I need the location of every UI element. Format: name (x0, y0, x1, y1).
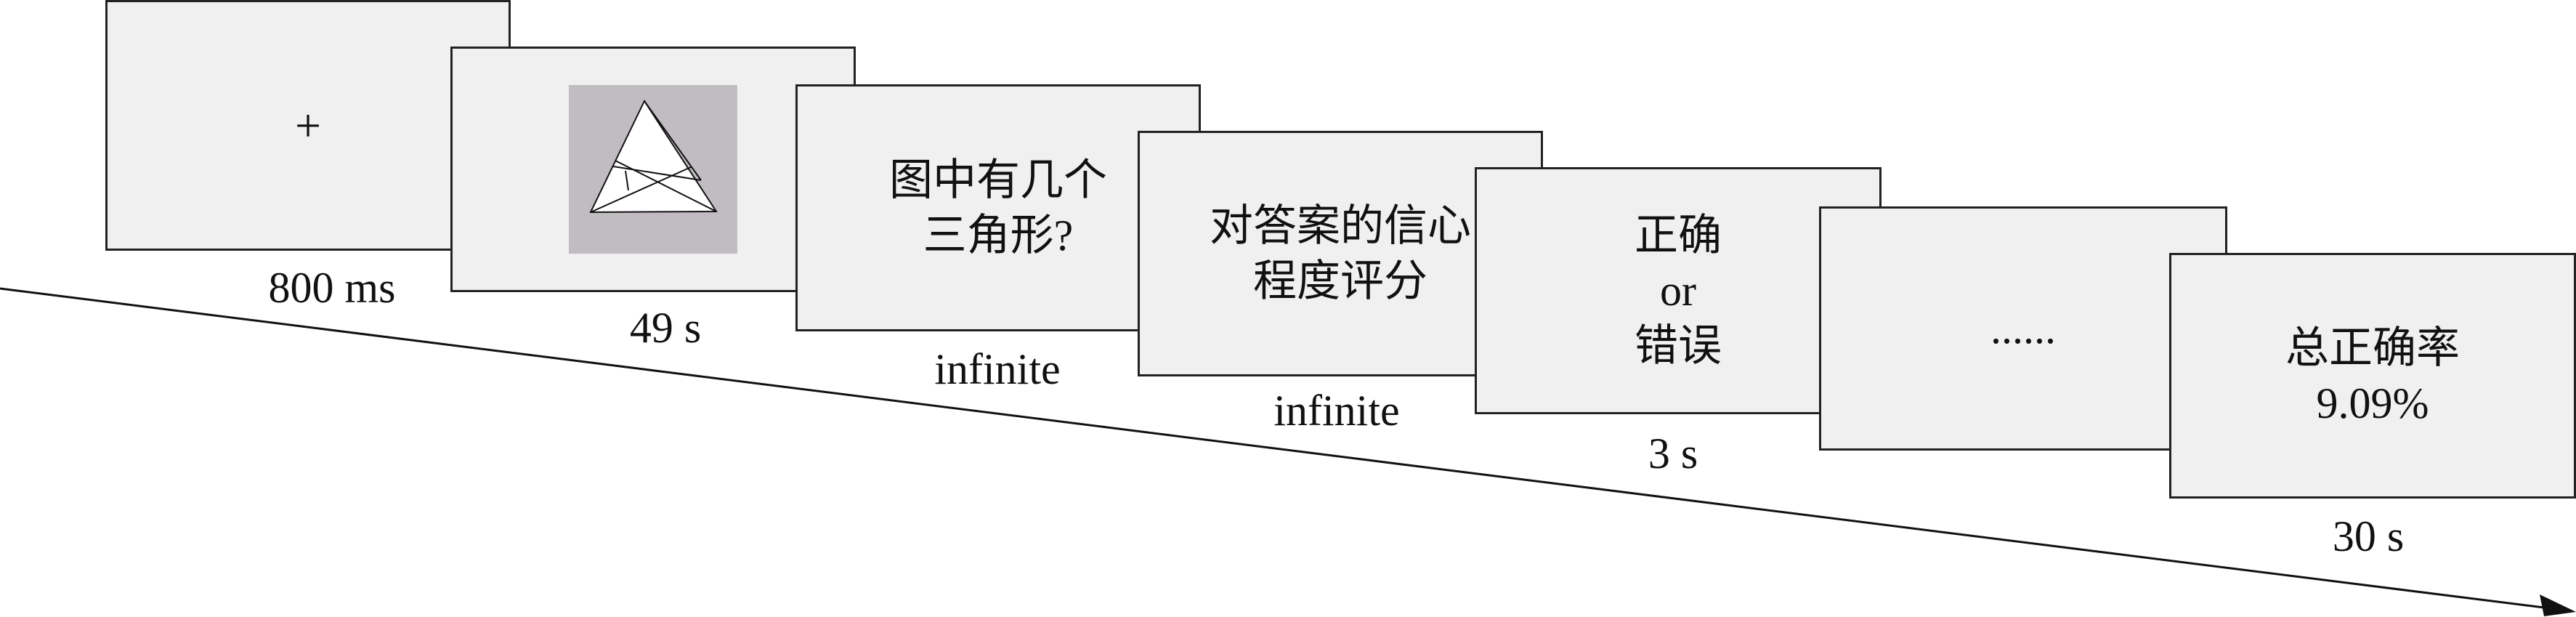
arrowhead-icon (2540, 594, 2576, 616)
stimulus-image (569, 85, 737, 254)
screen-repeat-trials: ...... (1819, 206, 2227, 451)
total-accuracy-text: 总正确率 9.09% (2285, 324, 2460, 427)
screen-question: 图中有几个 三角形? (795, 84, 1201, 331)
screen-fixation: + (105, 0, 511, 251)
duration-label-stimulus: 49 s (629, 304, 702, 352)
duration-label-question: infinite (934, 345, 1061, 393)
question-text: 图中有几个 三角形? (889, 156, 1107, 259)
duration-label-total-accuracy: 30 s (2332, 512, 2405, 560)
duration-label-confidence: infinite (1273, 387, 1400, 435)
screen-stimulus (450, 47, 856, 292)
duration-label-fixation: 800 ms (268, 264, 396, 312)
feedback-text: 正确 or 错误 (1635, 211, 1722, 370)
duration-label-feedback: 3 s (1648, 430, 1698, 477)
confidence-rating-text: 对答案的信心 程度评分 (1210, 202, 1471, 305)
screen-total-accuracy: 总正确率 9.09% (2169, 253, 2576, 499)
triangle-figure-icon (589, 99, 718, 214)
ellipsis-text: ...... (1990, 305, 2056, 352)
screen-feedback: 正确 or 错误 (1475, 167, 1882, 414)
fixation-cross: + (294, 99, 322, 151)
